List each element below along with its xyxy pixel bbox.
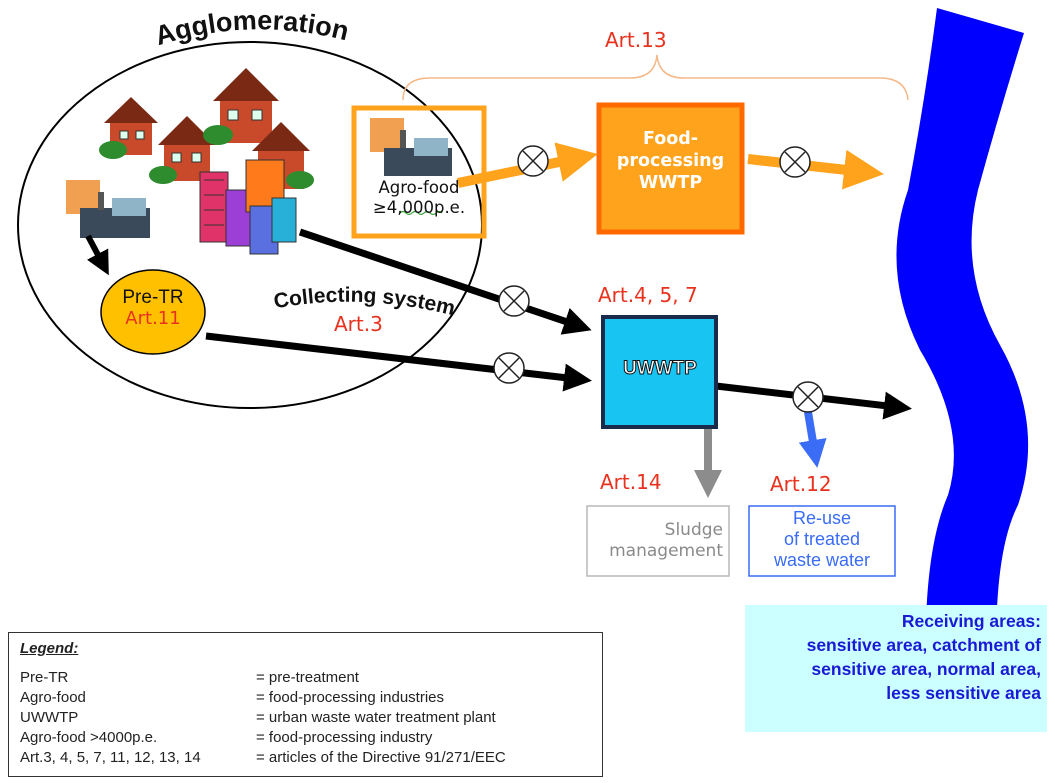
food-label-line1: Food-	[642, 129, 699, 149]
sludge-box	[586, 505, 730, 577]
valve-icon	[779, 146, 811, 178]
spellcheck-underline	[399, 210, 443, 216]
food-label-line3: WWTP	[638, 173, 703, 193]
food-processing-wwtp-node: Food- processing WWTP	[603, 128, 738, 194]
legend-term: Art.3, 4, 5, 7, 11, 12, 13, 14	[20, 749, 201, 766]
reuse-line2: of treated	[783, 529, 861, 549]
pretr-ellipse	[100, 269, 206, 355]
agglomeration-title: Agglomeration	[152, 5, 352, 51]
art3-label: Art.3	[334, 312, 383, 336]
valve-icon	[517, 145, 549, 177]
receiving-areas-box: Receiving areas: sensitive area, catchme…	[745, 605, 1047, 732]
legend-def: = articles of the Directive 91/271/EEC	[256, 749, 506, 766]
sludge-line2: management	[609, 541, 723, 561]
food-processing-wwtp-box	[596, 102, 745, 235]
reuse-line3: waste water	[773, 550, 871, 570]
agrofood-box	[351, 105, 487, 239]
art14-label: Art.14	[600, 470, 662, 494]
house-icon	[149, 116, 216, 184]
food-label-line2: processing	[616, 151, 725, 171]
reuse-arrow	[798, 411, 827, 468]
pretr-node: Pre-TR Art.11	[101, 287, 205, 329]
legend-row: Agro-food >4000p.e. = food-processing in…	[20, 729, 600, 747]
uwwtp-box	[601, 315, 718, 429]
legend-row: Pre-TR = pre-treatment	[20, 669, 600, 687]
art457-label: Art.4, 5, 7	[598, 283, 698, 307]
reuse-node: Re-use of treated waste water	[751, 508, 893, 571]
agrofood-node: Agro-food ≥4,000p.e.	[358, 178, 480, 218]
legend-def: = pre-treatment	[256, 669, 359, 686]
legend-def: = food-processing industries	[256, 689, 445, 706]
legend-term: Pre-TR	[20, 669, 69, 686]
legend-row: Agro-food = food-processing industries	[20, 689, 600, 707]
river	[896, 8, 1029, 700]
art12-label: Art.12	[770, 472, 832, 496]
legend-box: Legend: Pre-TR = pre-treatment Agro-food…	[8, 632, 603, 777]
receiving-line2: sensitive area, catchment of	[806, 635, 1041, 655]
uwwtp-label: UWWTP	[623, 358, 698, 380]
valve-icon	[792, 381, 824, 413]
art11-label: Art.11	[125, 308, 181, 329]
legend-row: UWWTP = urban waste water treatment plan…	[20, 709, 600, 727]
sludge-line1: Sludge	[664, 520, 723, 540]
agrofood-threshold: ≥4,000p.e.	[372, 198, 466, 217]
art13-label: Art.13	[605, 28, 667, 52]
collecting-to-uwwtp-arrow	[298, 228, 592, 335]
sludge-node: Sludge management	[590, 520, 723, 562]
receiving-line3: sensitive area, normal area,	[811, 659, 1041, 679]
reuse-box	[748, 505, 896, 577]
legend-def: = urban waste water treatment plant	[256, 709, 496, 726]
art13-brace	[402, 54, 909, 101]
factory-to-pretr-arrow	[85, 234, 109, 276]
factory-icon	[66, 180, 150, 238]
house-icon	[99, 97, 158, 159]
agrofood-label: Agro-food	[378, 178, 460, 197]
wwtp-to-river-arrow	[747, 149, 884, 190]
house-icon	[203, 68, 279, 145]
legend-term: Agro-food >4000p.e.	[20, 729, 158, 746]
legend-term: UWWTP	[20, 709, 79, 726]
legend-title: Legend:	[20, 640, 79, 657]
city-buildings-icon	[199, 159, 297, 255]
pretr-to-uwwtp-arrow	[205, 332, 592, 392]
legend-term: Agro-food	[20, 689, 86, 706]
factory-icon	[370, 118, 452, 176]
legend-row: Art.3, 4, 5, 7, 11, 12, 13, 14 = article…	[20, 749, 600, 767]
valve-icon	[493, 352, 525, 384]
pretr-label: Pre-TR	[122, 287, 184, 308]
receiving-line1: Receiving areas:	[901, 611, 1041, 631]
receiving-line4: less sensitive area	[886, 683, 1041, 703]
valve-icon	[498, 285, 530, 317]
legend-def: = food-processing industry	[256, 729, 433, 746]
reuse-line1: Re-use	[792, 508, 852, 528]
